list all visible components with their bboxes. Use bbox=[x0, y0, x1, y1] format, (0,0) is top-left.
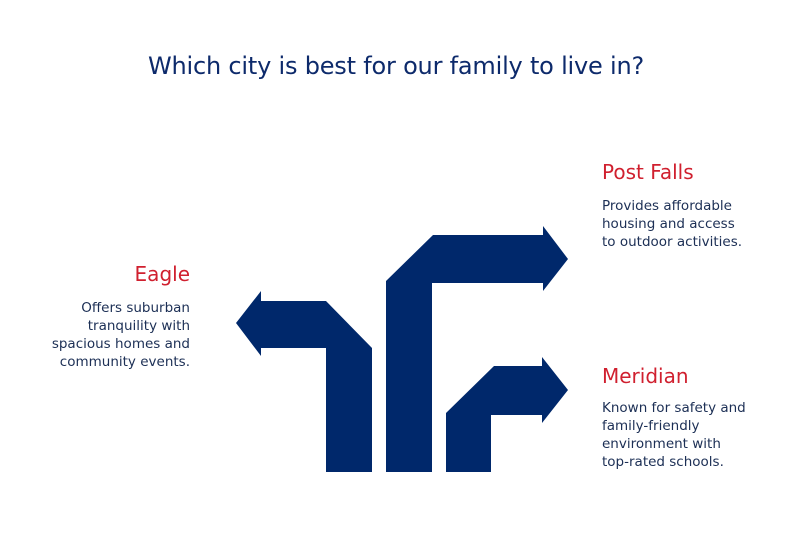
heading-meridian: Meridian bbox=[602, 364, 689, 388]
heading-post-falls: Post Falls bbox=[602, 160, 694, 184]
description-meridian: Known for safety and family-friendly env… bbox=[602, 400, 746, 470]
heading-eagle: Eagle bbox=[134, 262, 190, 286]
arrow-eagle bbox=[236, 291, 372, 472]
description-eagle: Offers suburban tranquility with spaciou… bbox=[51, 300, 190, 370]
arrow-meridian bbox=[446, 357, 568, 472]
arrow-post-falls bbox=[386, 226, 568, 472]
page-title: Which city is best for our family to liv… bbox=[147, 52, 645, 80]
description-post-falls: Provides affordable housing and access t… bbox=[602, 198, 743, 250]
